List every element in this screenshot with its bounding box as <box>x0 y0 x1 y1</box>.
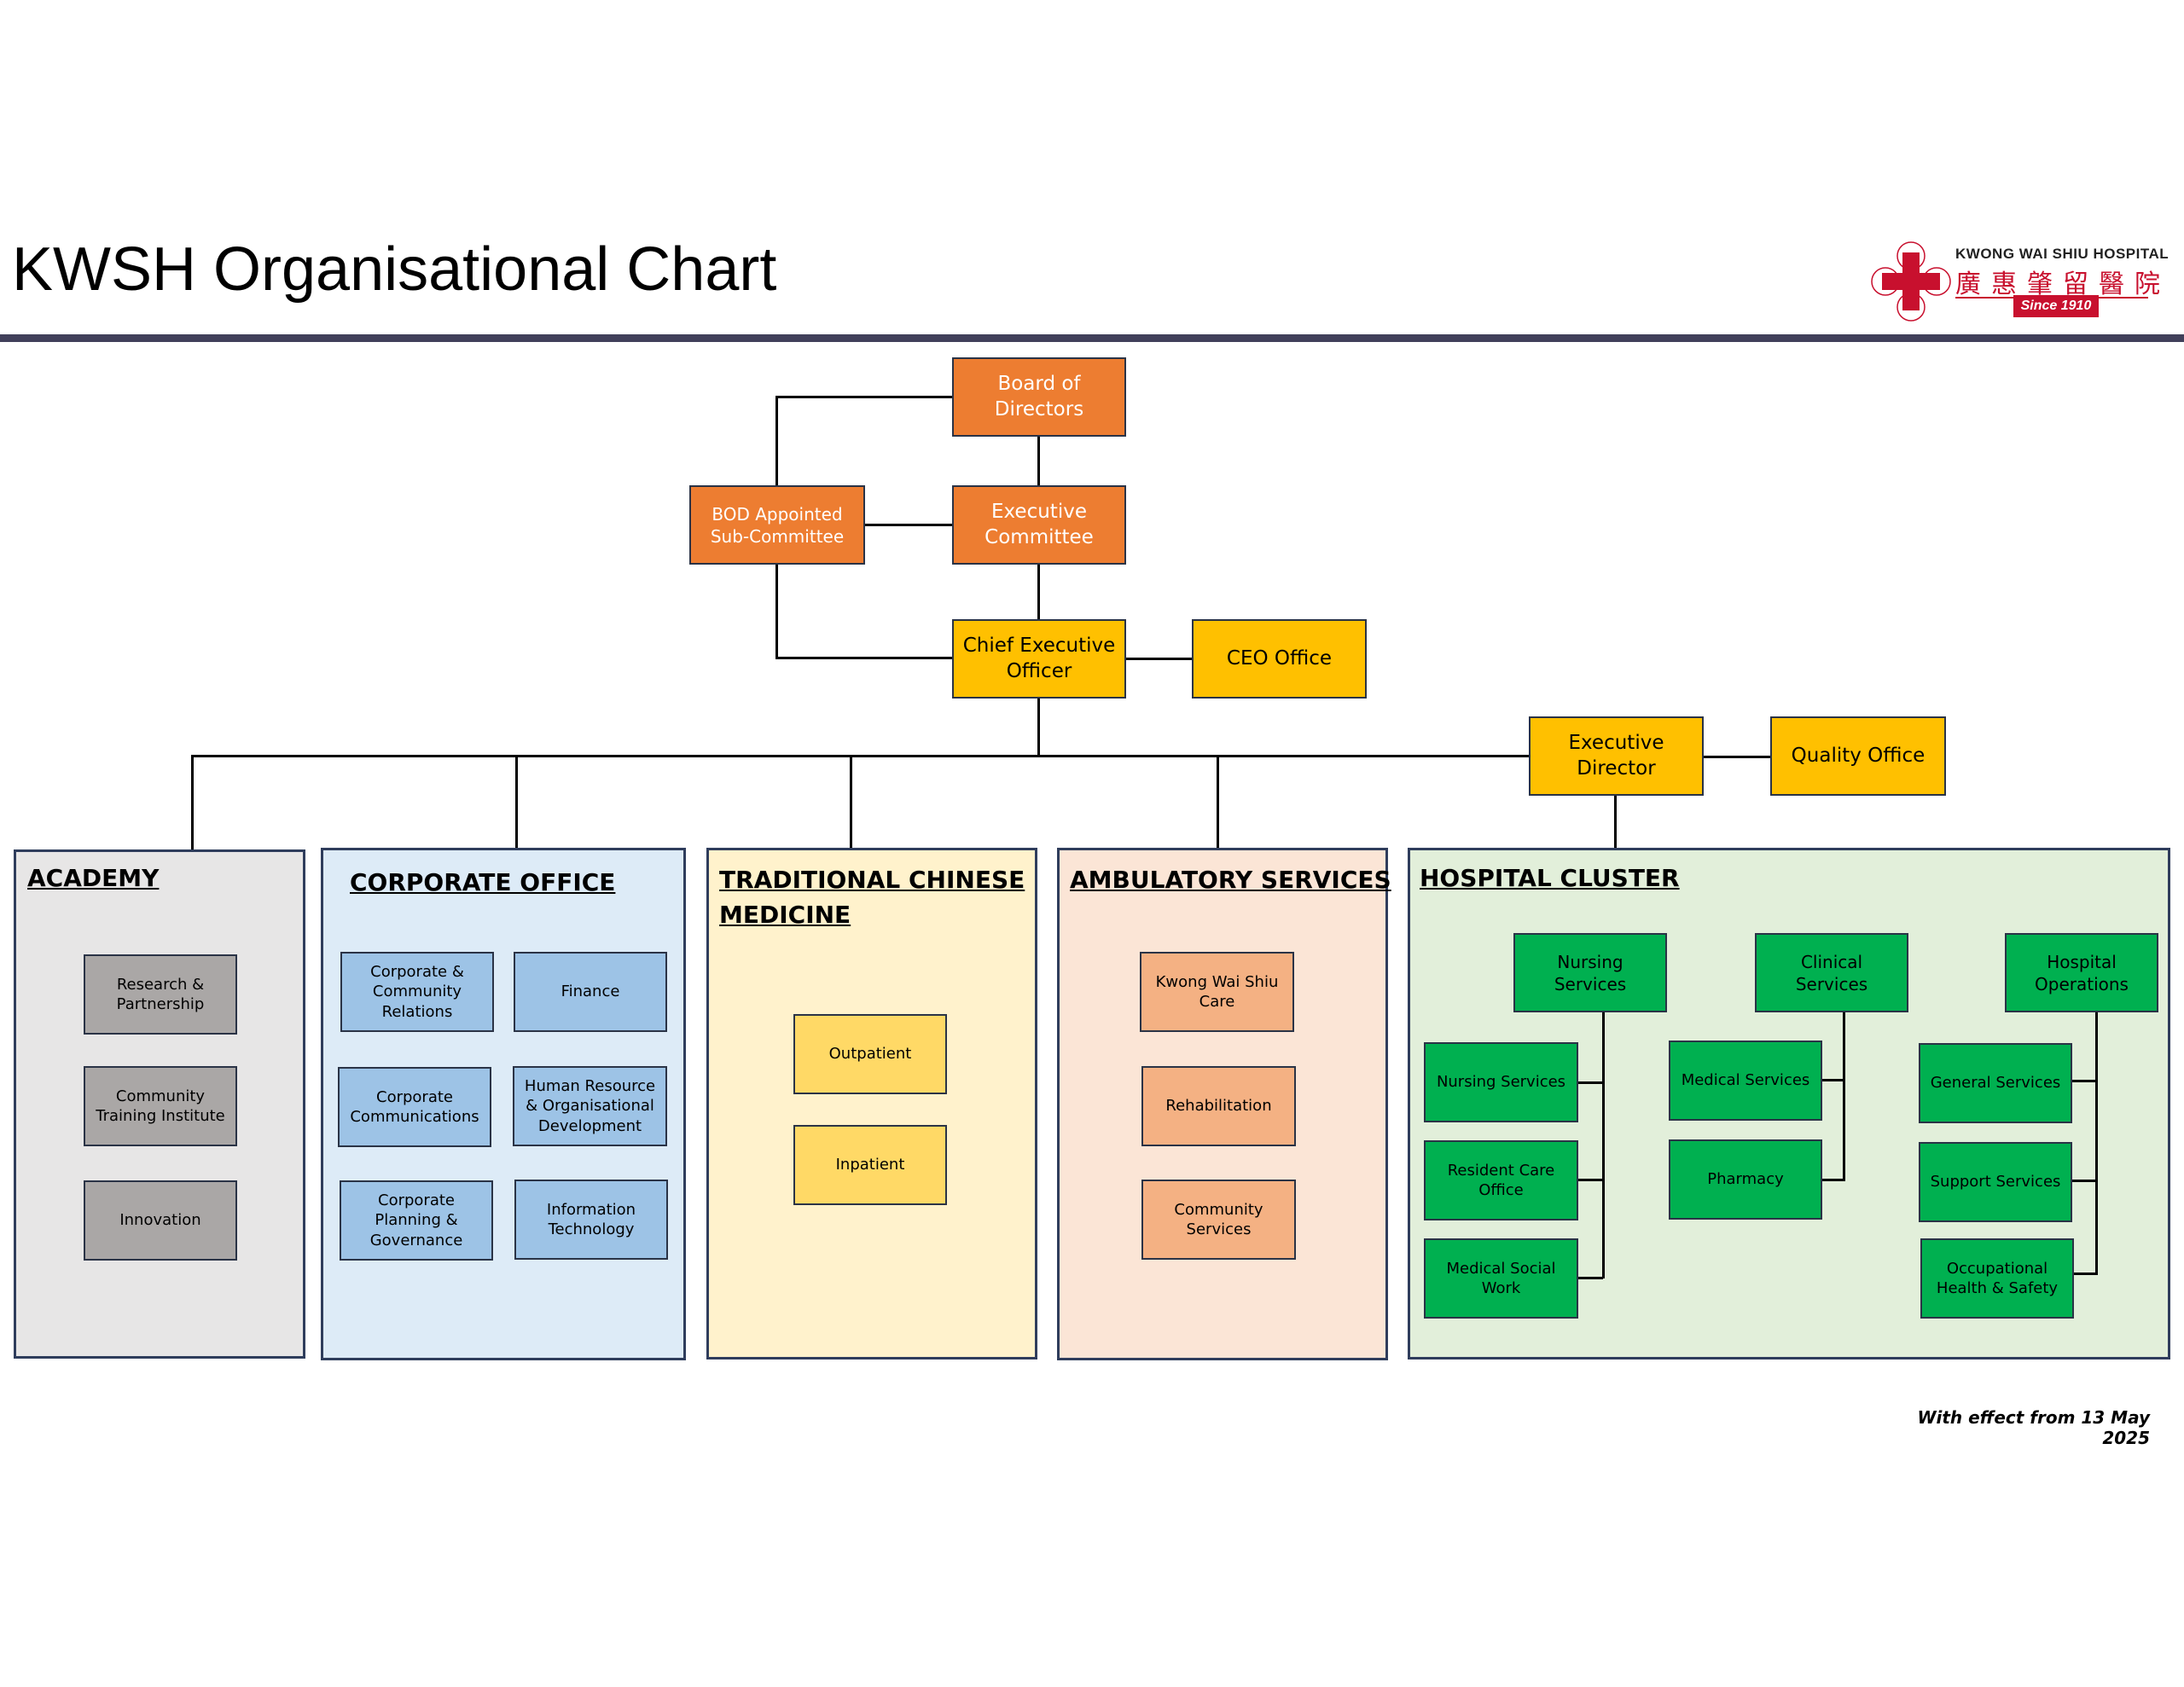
human-resource-box: Human Resource & Organisational Developm… <box>513 1066 667 1146</box>
corporate-community-relations-box: Corporate & Community Relations <box>340 952 494 1032</box>
connector-line <box>1037 435 1040 486</box>
connector-line <box>850 755 852 849</box>
connector-line <box>2071 1080 2098 1082</box>
red-cross-icon <box>1871 241 1951 322</box>
title-divider <box>0 334 2184 342</box>
tcm-title-line2: MEDICINE <box>719 901 851 929</box>
connector-line <box>2095 1012 2098 1274</box>
tcm-panel <box>706 848 1037 1359</box>
finance-box: Finance <box>514 952 667 1032</box>
quality-office-box: Quality Office <box>1770 716 1946 796</box>
tcm-title-line1: TRADITIONAL CHINESE <box>719 866 1025 894</box>
general-services-box: General Services <box>1919 1043 2072 1123</box>
connector-line <box>1037 563 1040 619</box>
nursing-services-head-box: Nursing Services <box>1513 933 1667 1012</box>
connector-line <box>775 563 778 658</box>
logo-since-badge: Since 1910 <box>2013 295 2099 317</box>
executive-committee-box: Executive Committee <box>952 485 1126 565</box>
kwong-wai-shiu-care-box: Kwong Wai Shiu Care <box>1140 952 1294 1032</box>
connector-line <box>1217 755 1219 849</box>
rehabilitation-box: Rehabilitation <box>1141 1066 1296 1146</box>
connector-line <box>1577 1277 1603 1279</box>
medical-social-work-box: Medical Social Work <box>1424 1238 1578 1319</box>
support-services-box: Support Services <box>1919 1142 2072 1222</box>
ceo-office-box: CEO Office <box>1192 619 1367 699</box>
connector-line <box>1843 1012 1845 1181</box>
research-partnership-box: Research & Partnership <box>84 954 237 1035</box>
information-technology-box: Information Technology <box>514 1180 668 1260</box>
community-training-institute-box: Community Training Institute <box>84 1066 237 1146</box>
inpatient-box: Inpatient <box>793 1125 947 1205</box>
connector-line <box>515 755 518 849</box>
connector-line <box>191 755 1529 757</box>
community-services-box: Community Services <box>1141 1180 1296 1260</box>
connector-line <box>775 396 952 398</box>
bod-sub-committee-box: BOD Appointed Sub-Committee <box>689 485 865 565</box>
academy-title: ACADEMY <box>27 864 160 892</box>
board-of-directors-box: Board of Directors <box>952 357 1126 437</box>
connector-line <box>1821 1179 1845 1181</box>
connector-line <box>1577 1179 1603 1181</box>
occupational-health-safety-box: Occupational Health & Safety <box>1920 1238 2074 1319</box>
connector-line <box>1614 795 1617 849</box>
connector-line <box>2071 1272 2098 1275</box>
connector-line <box>775 396 778 485</box>
connector-line <box>775 657 952 659</box>
corporate-planning-governance-box: Corporate Planning & Governance <box>340 1180 493 1261</box>
ceo-box: Chief Executive Officer <box>952 619 1126 699</box>
corporate-office-title: CORPORATE OFFICE <box>350 868 616 896</box>
clinical-services-head-box: Clinical Services <box>1755 933 1908 1012</box>
logo-name-zh: 廣惠肇留醫院 <box>1955 270 2170 299</box>
connector-line <box>191 755 194 850</box>
corporate-communications-box: Corporate Communications <box>338 1067 491 1147</box>
ambulatory-services-title: AMBULATORY SERVICES <box>1070 866 1391 894</box>
nursing-services-box: Nursing Services <box>1424 1042 1578 1122</box>
connector-line <box>1704 756 1770 758</box>
connector-line <box>1602 1012 1605 1278</box>
hospital-cluster-title: HOSPITAL CLUSTER <box>1420 864 1680 892</box>
page-title: KWSH Organisational Chart <box>12 235 777 304</box>
pharmacy-box: Pharmacy <box>1669 1139 1822 1220</box>
connector-line <box>1577 1081 1603 1084</box>
executive-director-box: Executive Director <box>1529 716 1704 796</box>
hospital-operations-head-box: Hospital Operations <box>2005 933 2158 1012</box>
connector-line <box>1821 1079 1845 1081</box>
connector-line <box>1037 698 1040 756</box>
effective-date: With effect from 13 May 2025 <box>1917 1407 2150 1448</box>
medical-services-box: Medical Services <box>1669 1041 1822 1121</box>
connector-line <box>1125 658 1192 660</box>
outpatient-box: Outpatient <box>793 1014 947 1094</box>
connector-line <box>2071 1180 2098 1182</box>
innovation-box: Innovation <box>84 1180 237 1261</box>
resident-care-office-box: Resident Care Office <box>1424 1140 1578 1220</box>
connector-line <box>864 524 952 526</box>
logo-name-en: KWONG WAI SHIU HOSPITAL <box>1955 246 2169 262</box>
hospital-logo: KWONG WAI SHIU HOSPITAL 廣惠肇留醫院 Since 191… <box>1870 239 2169 324</box>
